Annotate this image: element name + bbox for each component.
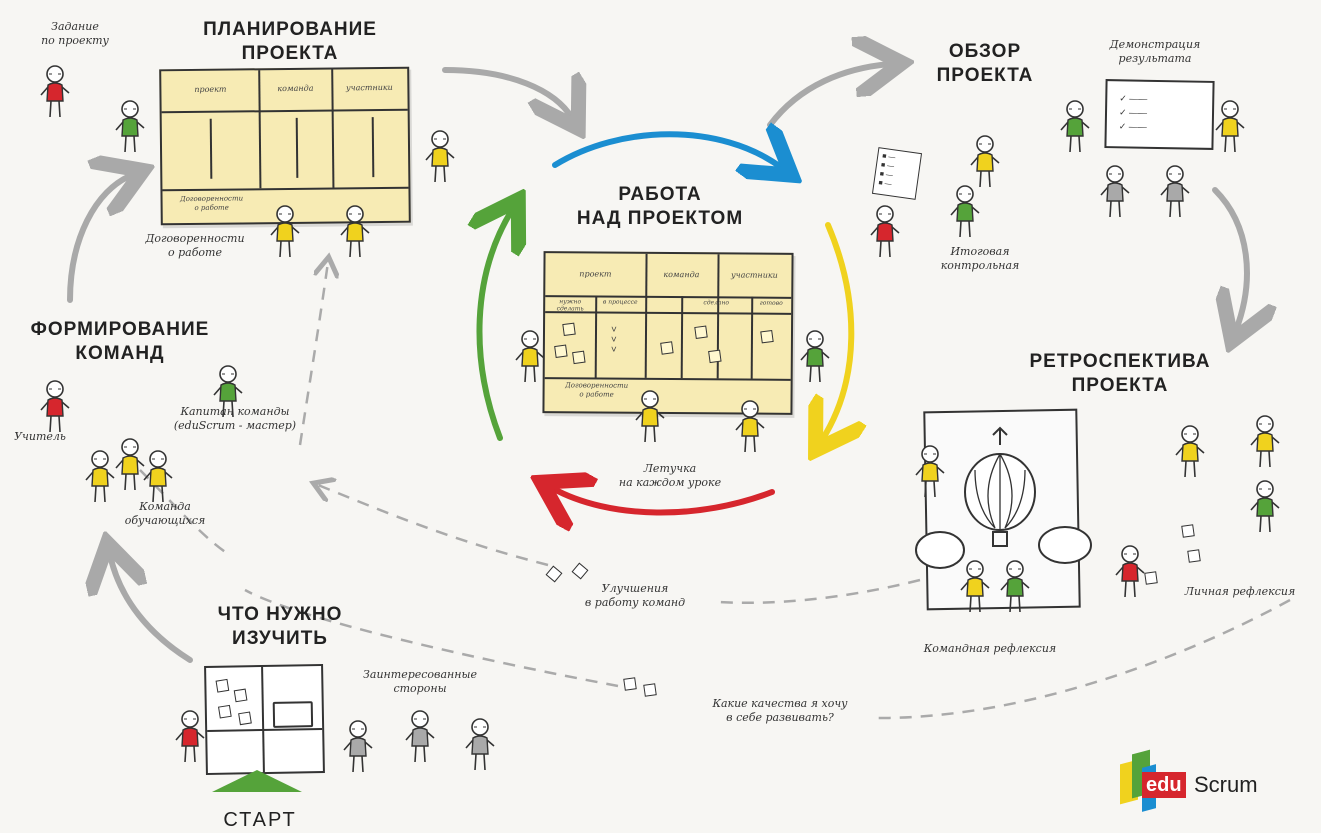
work-board-header-members: участники <box>730 270 778 280</box>
planning-board: проект команда участники Договоренности … <box>159 66 411 226</box>
note-interested-parties: Заинтересованные стороны <box>363 668 477 695</box>
work-board-subheader-done: сделано <box>703 299 730 307</box>
book-icon <box>272 701 314 728</box>
student-figure <box>800 330 830 383</box>
dashed-improvements <box>717 578 921 605</box>
stage-title-retrospective: РЕТРОСПЕКТИВА ПРОЕКТА <box>1029 351 1211 396</box>
work-board-footer: Договоренности о работе <box>565 381 629 399</box>
teacher-figure <box>40 380 70 433</box>
stage-title-review: ОБЗОР ПРОЕКТА <box>936 41 1034 86</box>
note-daily-standup: Летучка на каждом уроке <box>618 462 722 489</box>
planning-board-footer: Договоренности о работе <box>179 194 244 212</box>
student-figure <box>1060 100 1090 153</box>
student-figure <box>1000 560 1030 613</box>
note-student-team: Команда обучающихся <box>124 500 206 527</box>
note-personal-reflection: Личная рефлексия <box>1184 585 1296 598</box>
student-figure <box>1175 425 1205 478</box>
note-teacher: Учитель <box>14 430 66 443</box>
balloon-icon <box>964 426 1036 547</box>
planning-board-header-team: команда <box>277 83 314 94</box>
arrow-work-to-review <box>767 64 890 128</box>
stakeholder-figure <box>1100 165 1130 218</box>
work-board-subheader-ready: готово <box>759 299 783 307</box>
arrow-cycle-red <box>552 488 775 513</box>
student-figure <box>635 390 665 443</box>
work-board: проект команда участники нужно сделать в… <box>542 251 794 415</box>
arrow-planning-to-work <box>442 67 572 118</box>
speech-bubbles-icon <box>915 526 1092 569</box>
student-figure <box>340 205 370 258</box>
work-board-subheader-todo: нужно сделать <box>556 298 584 313</box>
dashed-to-learn-start <box>139 469 231 557</box>
teacher-figure <box>175 710 205 763</box>
note-work-agreements: Договоренности о работе <box>145 232 245 259</box>
teacher-figure <box>870 205 900 258</box>
stakeholder-figure <box>405 710 435 763</box>
student-figure <box>425 130 455 183</box>
note-project-task: Задание по проекту <box>41 20 109 47</box>
stage-title-start: СТАРТ <box>223 809 297 831</box>
student-figure <box>1215 100 1245 153</box>
note-team-captain: Капитан команды (eduScrum - мастер) <box>173 405 297 432</box>
arrow-cycle-green <box>479 210 512 441</box>
dashed-qualities <box>871 598 1291 720</box>
note-improvements: Улучшения в работу команд <box>584 582 686 609</box>
work-board-subheader-progress: в процессе <box>602 298 638 306</box>
teacher-figure <box>40 65 70 118</box>
stage-title-what-to-learn: ЧТО НУЖНО ИЗУЧИТЬ <box>217 604 343 649</box>
student-figure <box>960 560 990 613</box>
note-qualities: Какие качества я хочу в себе развивать? <box>712 697 848 724</box>
note-final-test: Итоговая контрольная <box>940 245 1020 272</box>
arrow-forming-to-planning <box>67 175 132 303</box>
arrow-cycle-blue <box>552 134 782 168</box>
test-checklist: ■ —■ —■ —■ — <box>871 147 923 200</box>
student-figure <box>915 445 945 498</box>
student-figure <box>1250 480 1280 533</box>
stage-title-work: РАБОТА НАД ПРОЕКТОМ <box>576 184 744 229</box>
eduscrum-logo: edu Scrum <box>1120 749 1300 812</box>
work-board-header-team: команда <box>663 269 700 280</box>
note-demo-results: Демонстрация результата <box>1109 38 1201 65</box>
student-figure <box>143 450 173 503</box>
learn-board <box>204 663 325 776</box>
stakeholder-figure <box>465 718 495 771</box>
stage-title-team-forming: ФОРМИРОВАНИЕ КОМАНД <box>30 319 210 364</box>
note-team-reflection: Командная рефлексия <box>923 642 1057 655</box>
work-board-header-project: проект <box>579 269 612 279</box>
arrow-cycle-yellow <box>822 222 851 440</box>
logo-scrum: Scrum <box>1194 772 1258 797</box>
arrow-review-to-retro <box>1212 187 1247 330</box>
student-figure <box>970 135 1000 188</box>
student-figure <box>735 400 765 453</box>
logo-edu: edu <box>1142 772 1186 798</box>
student-figure <box>115 438 145 491</box>
arrow-learn-to-forming <box>110 555 193 663</box>
captain-figure <box>213 365 243 418</box>
teacher-figure <box>1115 545 1145 598</box>
dashed-captain <box>298 262 328 446</box>
start-triangle <box>212 770 302 792</box>
dashed-improvements-2 <box>318 485 549 567</box>
planning-board-header-project: проект <box>194 84 227 94</box>
student-figure <box>950 185 980 238</box>
stage-title-planning: ПЛАНИРОВАНИЕ ПРОЕКТА <box>203 19 377 64</box>
student-figure <box>85 450 115 503</box>
planning-board-header-members: участники <box>345 82 393 93</box>
stakeholder-figure <box>1160 165 1190 218</box>
student-figure <box>270 205 300 258</box>
student-figure <box>115 100 145 153</box>
student-figure <box>1250 415 1280 468</box>
demo-sheet: ✓ ——✓ ——✓ —— <box>1104 79 1215 150</box>
student-figure <box>515 330 545 383</box>
stakeholder-figure <box>343 720 373 773</box>
